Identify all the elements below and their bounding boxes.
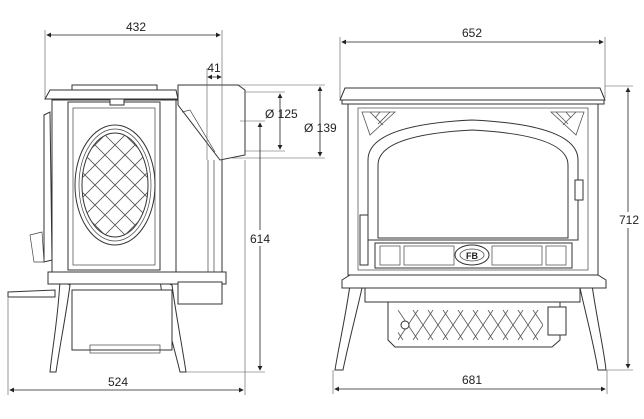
front-door-handle (359, 214, 369, 266)
front-dimensions: 652 712 681 (332, 26, 644, 394)
front-leg-right (579, 284, 607, 371)
front-base (341, 274, 607, 289)
side-top-plate (44, 89, 179, 100)
dim-label-681: 681 (462, 373, 482, 387)
dim-label-712: 712 (619, 213, 639, 227)
front-leg-left (334, 284, 363, 371)
side-ashpan (71, 289, 173, 351)
front-ashpan-handle (547, 306, 567, 336)
front-view-stove: FB (334, 87, 607, 371)
dim-label-139: Ø 139 (304, 121, 337, 135)
dim-label-524: 524 (108, 375, 128, 389)
side-view-stove (7, 84, 246, 373)
dim-label-432: 432 (126, 20, 146, 34)
side-leg-front (49, 279, 71, 373)
fb-logo: FB (466, 251, 478, 261)
front-ashpan (387, 299, 561, 348)
fb-logo-plate (454, 244, 490, 266)
front-top-plate (339, 87, 606, 101)
side-door-handle (43, 111, 53, 263)
front-door-hinge (574, 179, 584, 201)
side-dimensions: 432 41 Ø 125 Ø 139 614 524 (7, 20, 337, 395)
dim-label-614: 614 (250, 232, 270, 246)
dim-label-652: 652 (462, 26, 482, 40)
side-ash-handle (7, 289, 56, 298)
dim-label-125: Ø 125 (265, 107, 298, 121)
dim-label-41: 41 (207, 61, 221, 75)
front-glass-window (377, 129, 569, 239)
front-air-control (400, 320, 410, 330)
